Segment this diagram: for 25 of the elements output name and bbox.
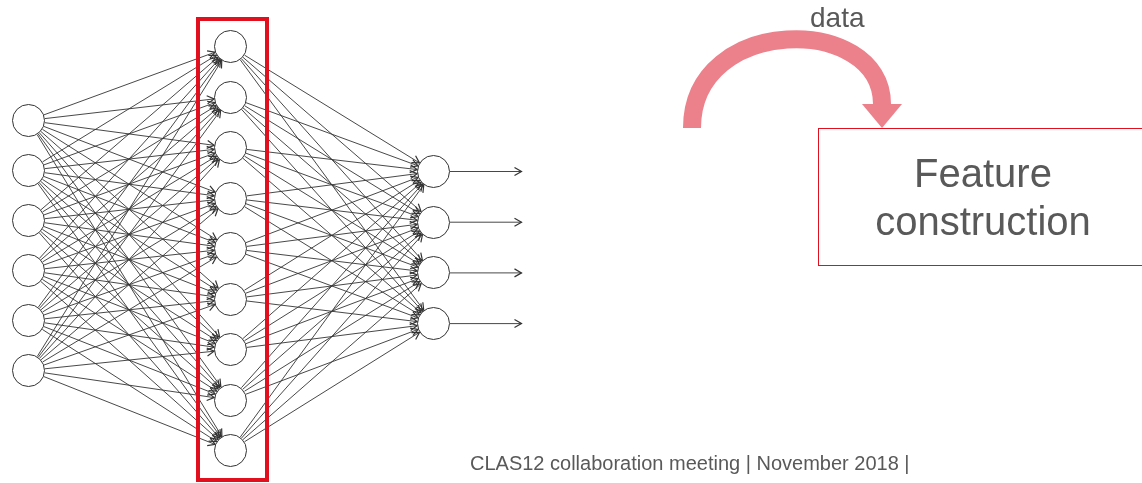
neuron-circle (214, 333, 247, 366)
neuron-circle (214, 131, 247, 164)
process-box (818, 128, 1142, 266)
neuron-circle (214, 181, 247, 215)
neuron-circle (417, 256, 450, 290)
neuron-circle (417, 205, 450, 239)
neuron-circle (214, 232, 247, 265)
neuron-circle (417, 307, 450, 341)
neuron-circle (214, 434, 247, 467)
neuron-circle (12, 254, 45, 287)
neuron-circle (12, 304, 45, 337)
curved-arrow (683, 30, 902, 130)
neuron-circle (12, 104, 45, 137)
neuron-circle (12, 204, 45, 237)
neuron-circle (417, 155, 450, 188)
neuron-circle (12, 154, 45, 187)
neuron-circle (214, 30, 247, 63)
node-text: Feature construction (874, 150, 1092, 245)
highlight-frame (196, 17, 269, 482)
neuron-circle (12, 354, 45, 387)
edge-label: data (810, 2, 865, 34)
neuron-circle (214, 80, 247, 114)
neuron-circle (214, 282, 247, 316)
neuron-circle (214, 383, 247, 417)
footer-text: CLAS12 collaboration meeting | November 2018 | (470, 452, 910, 475)
